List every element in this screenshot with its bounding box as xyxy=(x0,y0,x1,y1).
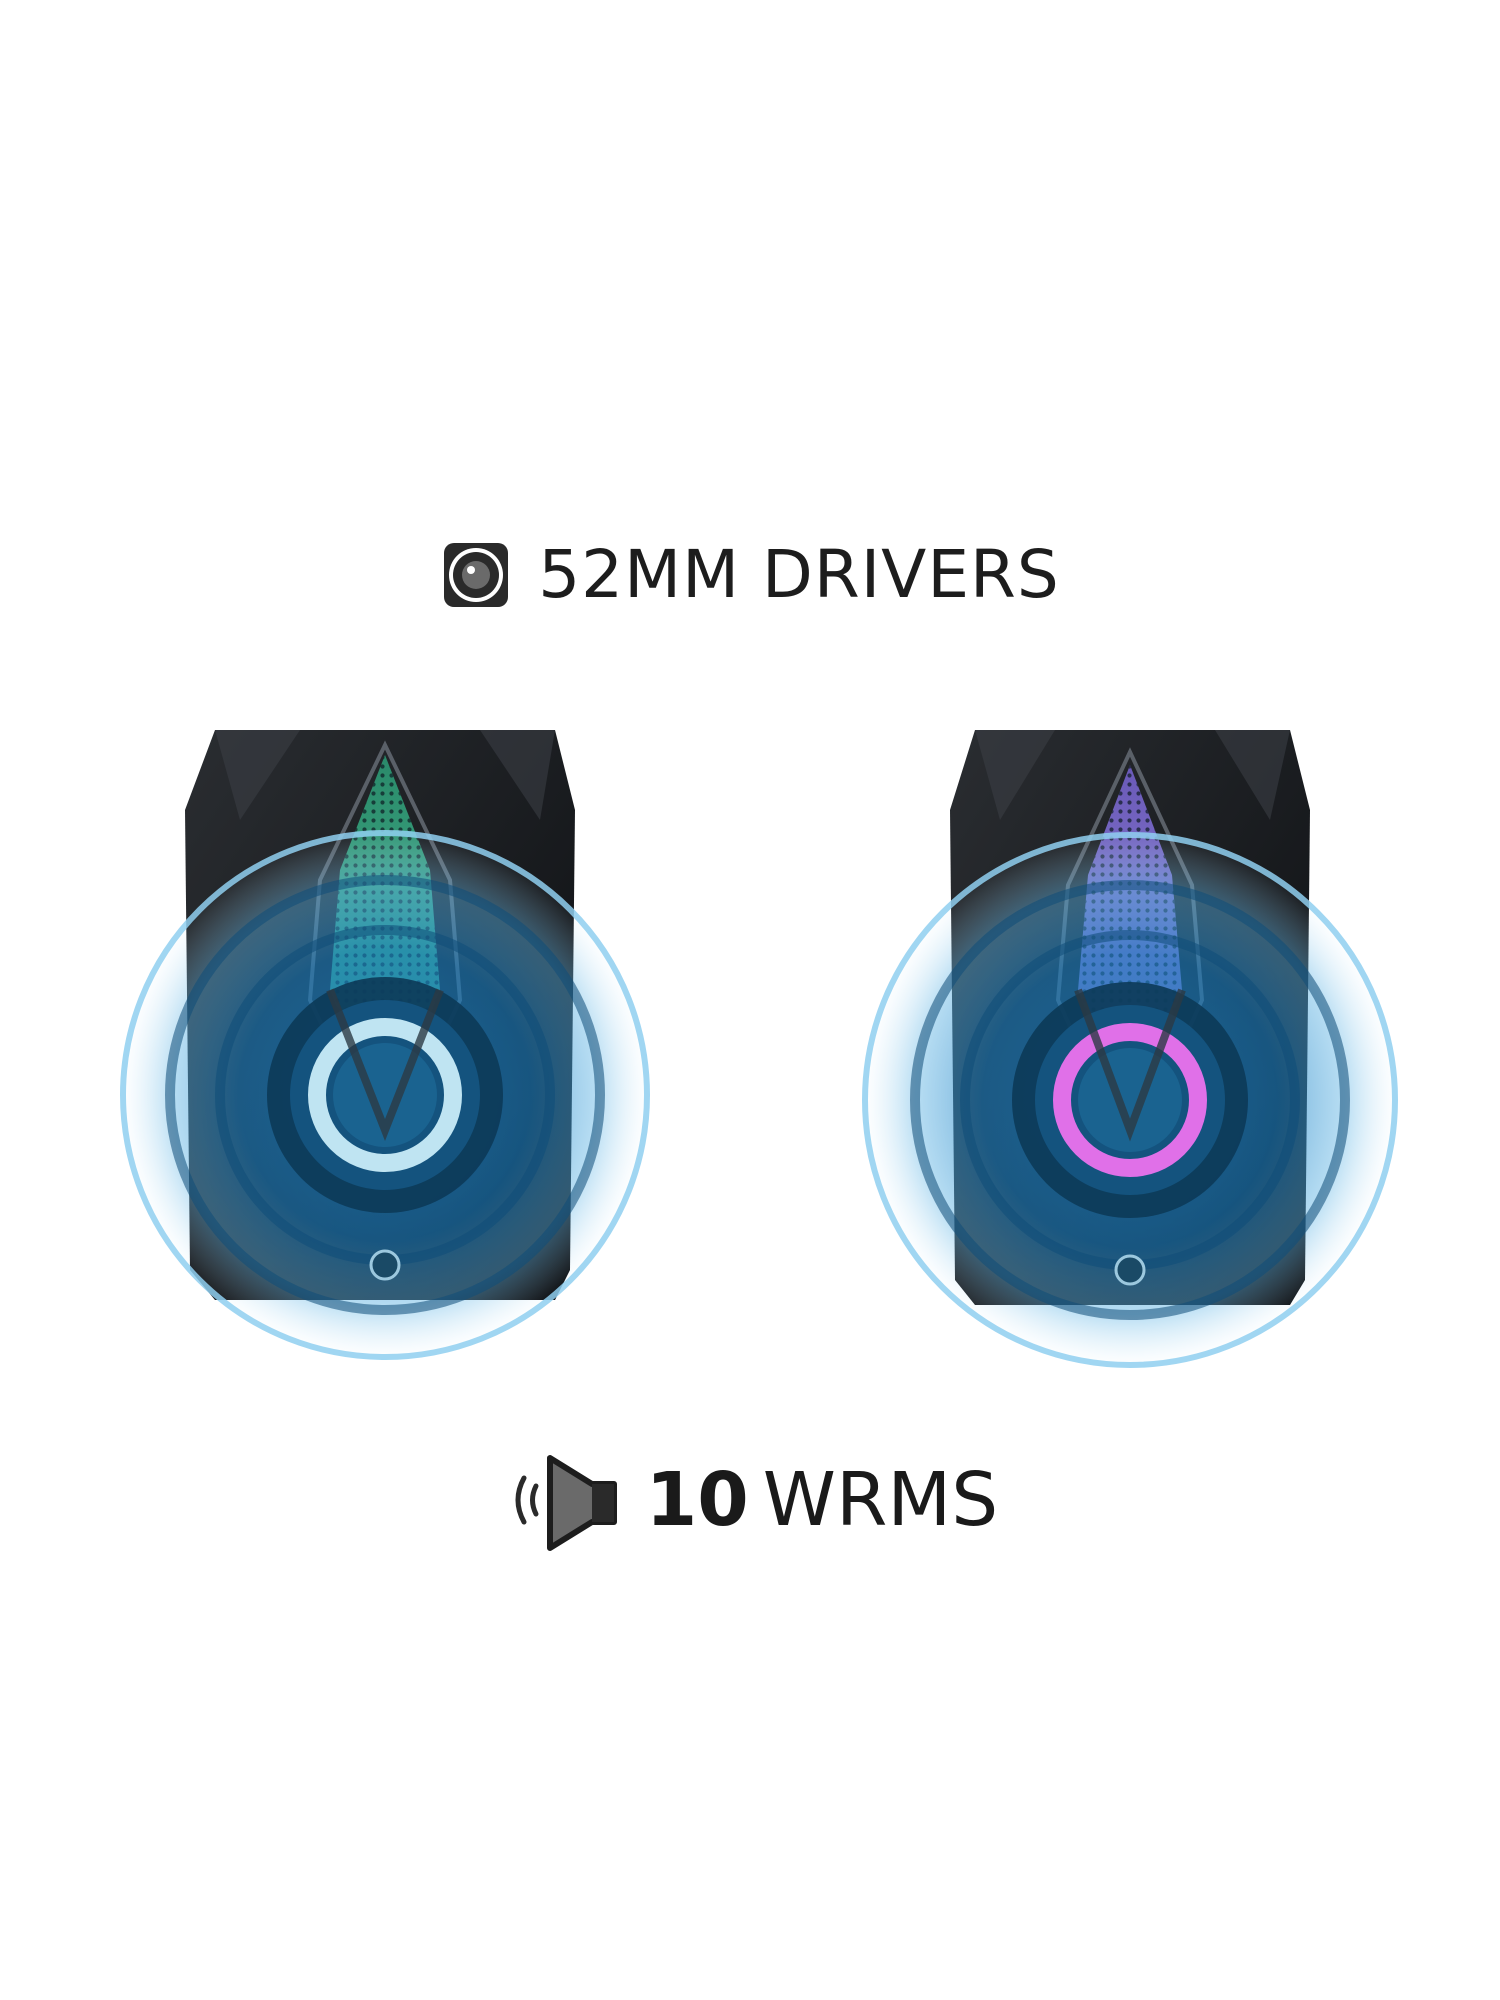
right-speaker xyxy=(862,730,1398,1368)
speaker-driver-icon xyxy=(444,542,509,607)
headline: 52MM DRIVERS xyxy=(0,536,1500,613)
power-spec: 10 WRMS xyxy=(0,1440,1500,1560)
headline-text: 52MM DRIVERS xyxy=(538,536,1060,613)
speaker-volume-icon xyxy=(515,1455,617,1551)
speakers-scene xyxy=(120,730,1398,1368)
power-unit: WRMS xyxy=(762,1457,999,1543)
left-speaker xyxy=(120,730,650,1360)
power-value: 10 xyxy=(645,1457,749,1543)
